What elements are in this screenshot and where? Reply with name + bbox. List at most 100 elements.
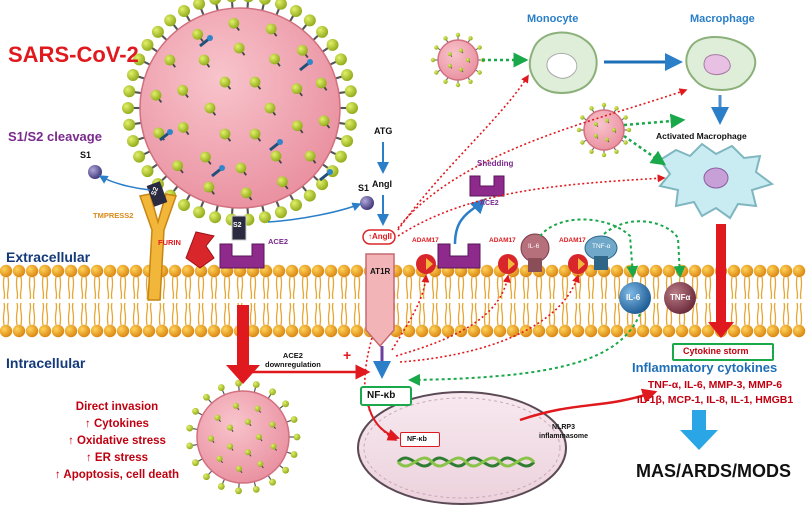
lipid-head [740,264,754,278]
lipid-head [311,264,325,278]
lipid-head [194,324,208,338]
lipid-head [584,324,598,338]
shed-ace2-icon [469,175,505,197]
spike-protein [249,128,261,140]
lipid-head [38,324,52,338]
ace2-receptor-middle-icon [437,243,481,269]
s1-right-subunit-icon [360,196,374,210]
il6-receptor-icon [520,233,550,272]
cytokine-storm-box: Cytokine storm [672,343,774,361]
lipid-head [90,264,104,278]
activated-to-storm-arrow [708,224,734,338]
s1-left-subunit-icon [88,165,102,179]
s2-label: S2 [233,222,242,229]
at1r-receptor-icon [365,253,395,348]
il6-receptor-label: IL-6 [528,243,540,250]
virion-envelope [437,39,479,81]
spike-protein [344,85,357,98]
atg-label: ATG [374,126,393,136]
spike-protein [126,135,139,148]
spike-protein [316,178,329,191]
lipid-head [51,264,65,278]
spike-protein [269,421,276,428]
spike-protein [477,70,482,75]
furin-protease-icon [185,231,215,269]
spike-protein [269,53,280,65]
nfkb-box: NF-κb [360,386,412,406]
lipid-head [64,264,78,278]
spike-protein [334,53,347,66]
spike-protein [252,381,260,389]
effect-item: ↑ Cytokines [85,418,149,430]
spike-tip [167,129,173,135]
lipid-head [545,324,559,338]
lipid-head [246,324,260,338]
ace2-shed-label: ACE2 [480,200,499,207]
spike-protein [209,0,221,5]
angii-marker [362,229,396,245]
lipid-head [662,264,676,278]
spike-protein [303,14,316,27]
spike-protein [217,483,225,490]
at1r-label: AT1R [370,267,391,276]
lipid-head [103,324,117,338]
spike-protein [290,198,302,211]
lipid-head [207,324,221,338]
spike-protein [172,160,183,172]
lipid-head [441,324,455,338]
lipid-head [727,324,741,338]
cytokine-storm-label: Cytokine storm [683,346,749,356]
nlrp3-arrow [519,388,658,422]
lipid-head [0,324,13,338]
spike-protein [626,127,632,133]
spike-protein [203,393,210,401]
lipid-head [571,324,585,338]
ace2-label: ACE2 [268,237,289,246]
lipid-head [207,264,221,278]
lipid-head [298,324,312,338]
spike-protein [346,102,358,114]
cytokines-to-nfkb-green-arrow [408,313,641,386]
lipid-head [688,324,702,338]
effect-item: ↑ ER stress [85,452,148,464]
spike-tip [327,169,333,175]
spike-protein [293,433,301,441]
spike-tip [219,165,225,171]
spike-protein [235,465,243,472]
spike-protein [207,435,215,442]
spike-protein [614,106,619,111]
spike-protein [255,433,263,441]
spike-protein [235,162,247,174]
spike-protein [126,68,139,81]
spike-protein [274,0,287,10]
furin-label: FURIN [158,238,181,247]
spike-protein [257,460,264,467]
spike-protein [198,54,210,66]
s1s2-cleavage-label: S1/S2 cleavage [8,129,102,144]
spike-protein [290,416,298,423]
spike-protein [177,121,189,133]
lipid-head [688,264,702,278]
spike-protein [274,206,287,219]
spike-protein [123,85,136,98]
spike-protein [133,150,146,163]
spike-protein [252,485,260,493]
spike-protein [133,53,146,66]
lipid-head [324,264,338,278]
lipid-head [779,324,793,338]
lipid-head [662,324,676,338]
spike-protein [204,102,216,114]
spike-protein [443,79,448,84]
spike-protein [153,127,165,139]
lipid-head [610,264,624,278]
angii-to-monocyte-red-dotted [397,74,529,231]
spike-protein [200,151,211,163]
lipid-head [116,264,130,278]
lipid-head [545,264,559,278]
spike-protein [623,140,628,145]
spike-protein [178,5,190,18]
angii-to-activated-red-dotted [397,174,666,237]
spike-protein [601,152,607,158]
lipid-head [792,264,806,278]
